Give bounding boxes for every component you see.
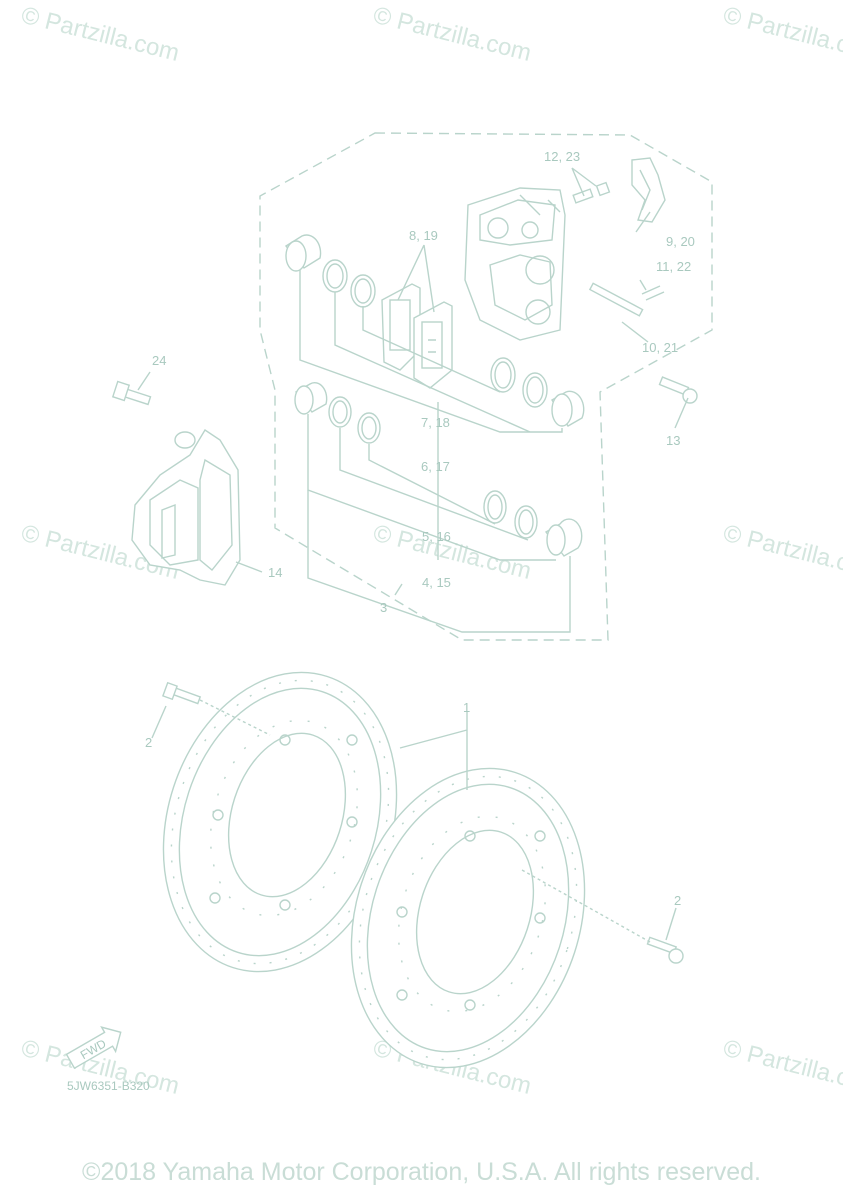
callout-13: 13 — [666, 433, 680, 448]
watermark: © Partzilla.com — [371, 520, 534, 585]
callout-2-upper: 2 — [145, 735, 152, 750]
bleed-screw — [572, 181, 611, 204]
callout-5-16: 5, 16 — [422, 529, 451, 544]
pad-pin — [588, 282, 665, 317]
watermark: © Partzilla.com — [721, 520, 843, 585]
brake-pads — [381, 283, 453, 389]
callout-11-22: 11, 22 — [656, 259, 691, 274]
callout-24: 24 — [152, 353, 166, 368]
caliper-bolt-24 — [111, 380, 152, 406]
callout-14: 14 — [268, 565, 282, 580]
pistons-seals — [284, 234, 585, 633]
disc-bolt-lower — [646, 936, 684, 964]
disc-bolt-upper — [162, 681, 202, 705]
callout-4-15: 4, 15 — [422, 575, 451, 590]
callout-6-17: 6, 17 — [421, 459, 450, 474]
copyright-notice: ©2018 Yamaha Motor Corporation, U.S.A. A… — [82, 1158, 761, 1186]
caliper-assembly-outline — [259, 132, 713, 641]
caliper-left — [131, 429, 241, 586]
watermark: © Partzilla.com — [371, 2, 534, 67]
callout-10-21: 10, 21 — [642, 340, 678, 355]
callout-1: 1 — [463, 700, 470, 715]
callout-9-20: 9, 20 — [666, 234, 695, 249]
watermark: © Partzilla.com — [721, 2, 843, 67]
pad-spring — [631, 157, 666, 223]
callout-2-lower: 2 — [674, 893, 681, 908]
watermark: © Partzilla.com — [19, 2, 182, 67]
caliper-right — [464, 187, 566, 341]
callout-7-18: 7, 18 — [421, 415, 450, 430]
callout-8-19: 8, 19 — [409, 228, 438, 243]
callout-12-23: 12, 23 — [544, 149, 580, 164]
leader-lines — [137, 167, 689, 943]
diagram-code: 5JW6351-B320 — [67, 1079, 150, 1093]
brake-disc-right — [350, 767, 586, 1069]
callout-labels: 12, 23 8, 19 9, 20 11, 22 10, 21 24 7, 1… — [145, 149, 695, 908]
caliper-bolt-13 — [658, 376, 698, 404]
watermark: © Partzilla.com — [721, 1035, 843, 1100]
callout-3: 3 — [380, 600, 387, 615]
